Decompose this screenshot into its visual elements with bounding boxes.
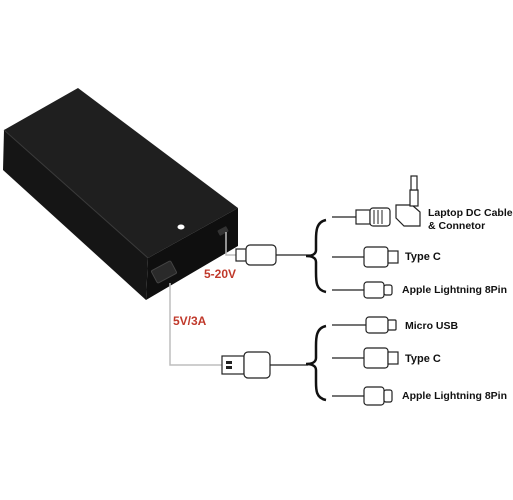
top-lightning-connector [332,281,393,299]
charger-top-face [4,88,238,258]
laptop-dc-connector [332,175,421,227]
usb-a-port [151,260,177,284]
bottom-lightning-label: Apple Lightning 8Pin [402,390,507,402]
top-lightning-label: Apple Lightning 8Pin [402,284,507,296]
bottom-brace [305,324,327,402]
usb-output-cable [169,283,222,366]
laptop-dc-label-line1: Laptop DC Cable [428,207,513,219]
top-type-c-connector [332,246,399,268]
bottom-usb-a-plug [221,351,308,379]
charger-unit [3,88,238,300]
laptop-dc-label-line2: & Connetor [428,220,486,232]
power-led [177,224,185,230]
micro-usb-label: Micro USB [405,320,459,332]
dc-output-cable [225,232,236,256]
bottom-type-c-connector [332,347,399,369]
dc-port [217,226,229,236]
charger-left-side [3,130,148,300]
micro-usb-connector [332,316,397,334]
bottom-type-c-label: Type C [405,353,441,365]
bottom-lightning-connector [332,386,393,406]
diagram-graphics [3,88,421,406]
top-type-c-label: Type C [405,251,441,263]
voltage-label-dc: 5-20V [204,267,237,281]
charger-edge-highlight [3,129,149,259]
voltage-label-usb: 5V/3A [173,314,207,328]
top-type-c-plug [235,244,310,266]
laptop-dc-label: Laptop DC Cable & Connetor [428,207,513,233]
product-diagram: 5-20V 5V/3A Laptop DC Cable & Connetor T… [3,88,513,406]
top-brace [305,218,327,294]
